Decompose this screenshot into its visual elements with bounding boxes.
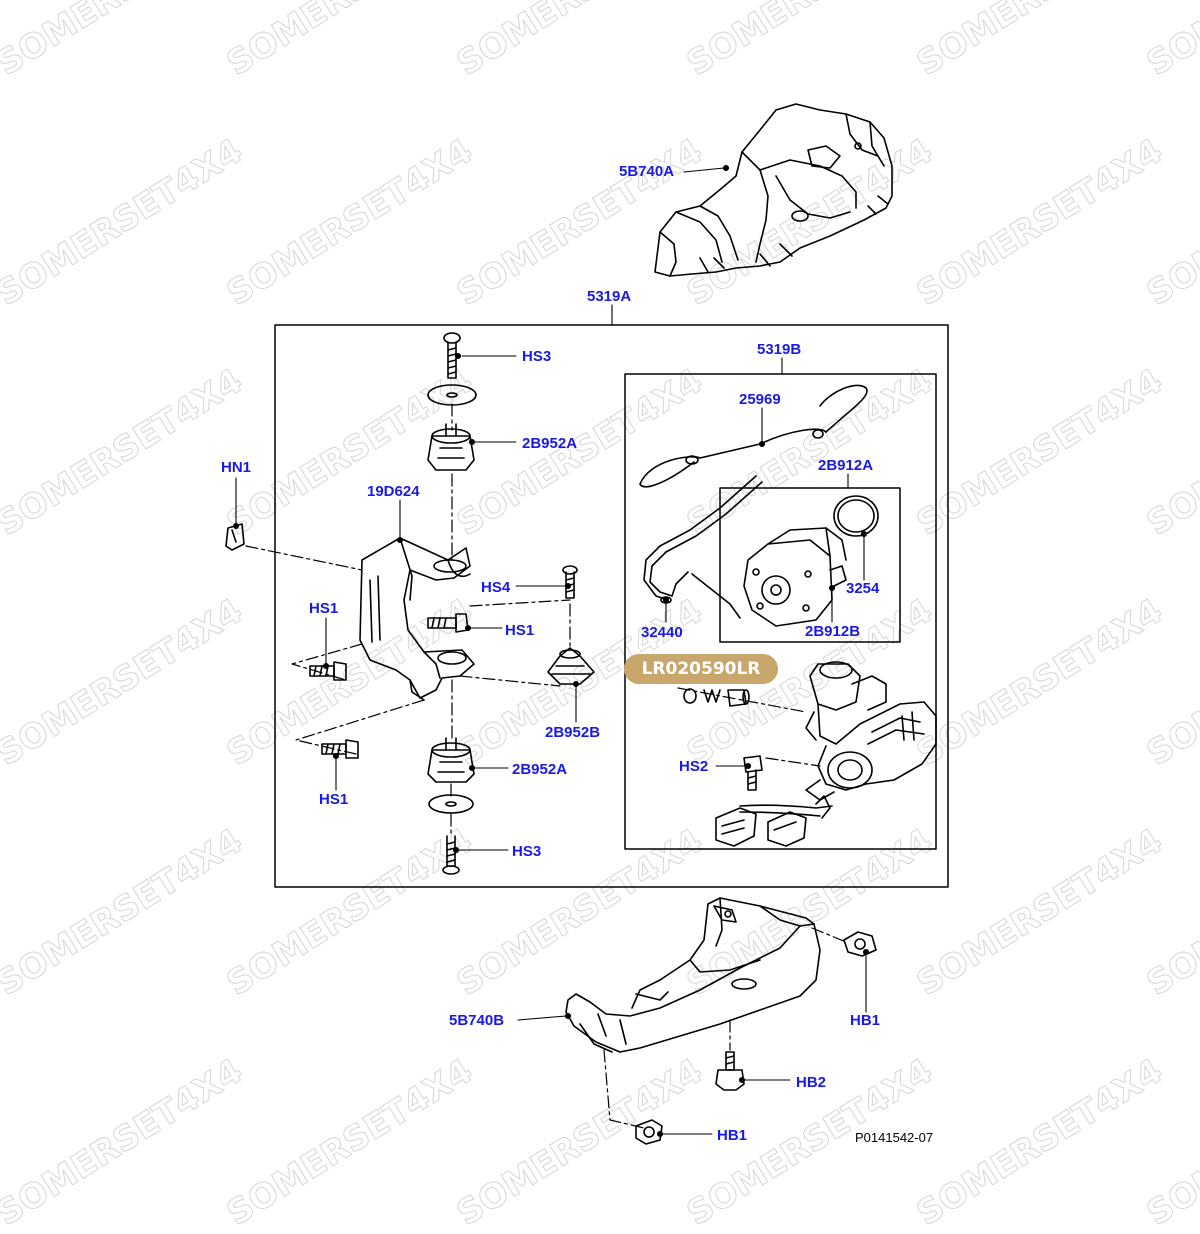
bolt-hs2-drawing: [743, 755, 763, 791]
label-hn1: HN1: [221, 459, 252, 476]
bolt-hs3-top-drawing: [443, 332, 461, 379]
drawing-reference: P0141542-07: [855, 1130, 934, 1145]
label-2b952a-top: 2B952A: [522, 435, 578, 452]
tray-5b740b-drawing: [565, 897, 821, 1053]
bush-2b952b-drawing: [547, 647, 595, 685]
hose-32440-drawing: [643, 475, 763, 604]
label-hb1-bottom: HB1: [717, 1127, 748, 1144]
assembly-5319a-frame: [274, 324, 949, 888]
label-19d624: 19D624: [367, 483, 420, 500]
label-hs3-bottom: HS3: [512, 843, 542, 860]
washer-bottom-drawing: [428, 794, 474, 814]
valve-spring-set-drawing: [683, 688, 750, 707]
head-2b912b-drawing: [691, 527, 847, 627]
bolt-hs1-bottom-drawing: [321, 739, 359, 759]
bolt-hs1-right-drawing: [427, 613, 469, 633]
bolt-hs4-drawing: [562, 565, 578, 599]
cable-25969-drawing: [639, 384, 868, 488]
part-number-highlight-badge[interactable]: LR020590LR: [624, 654, 778, 684]
bracket-19d624-drawing: [359, 537, 475, 701]
label-2b952a-bottom: 2B952A: [512, 761, 568, 778]
bolt-hb1-right-drawing: [843, 931, 877, 957]
washer-top-drawing: [427, 384, 477, 406]
label-2b912b: 2B912B: [805, 623, 861, 640]
stud-hb2-drawing: [715, 1051, 745, 1091]
exploded-parts-diagram: [225, 103, 949, 1145]
label-hs1-right: HS1: [505, 622, 535, 639]
label-hs4: HS4: [481, 579, 511, 596]
label-hs3-top: HS3: [522, 348, 552, 365]
mount-2b952a-top-drawing: [427, 423, 475, 471]
clip-hn1-drawing: [225, 523, 245, 551]
compressor-drawing: [805, 661, 937, 801]
label-5b740a: 5B740A: [619, 163, 675, 180]
label-hs1-bottom: HS1: [319, 791, 349, 808]
cover-5b740a-drawing: [654, 103, 893, 277]
label-hs2: HS2: [679, 758, 709, 775]
label-2b952b: 2B952B: [545, 724, 601, 741]
label-hs1-left: HS1: [309, 600, 339, 617]
label-5b740b: 5B740B: [449, 1012, 505, 1029]
label-5319a: 5319A: [587, 288, 632, 305]
mount-2b952a-bottom-drawing: [427, 737, 475, 783]
exploded-view-leaders: [245, 403, 847, 1129]
label-25969: 25969: [739, 391, 781, 408]
label-2b912a: 2B912A: [818, 457, 874, 474]
callout-leaders: [232, 164, 870, 1138]
kit-2b912a-frame: [719, 487, 901, 643]
label-5319b: 5319B: [757, 341, 802, 358]
seal-3254-drawing: [833, 495, 879, 537]
bolt-hb1-bottom-drawing: [635, 1119, 663, 1145]
wiring-harness-drawing: [715, 795, 833, 847]
label-32440: 32440: [641, 624, 683, 641]
label-hb2: HB2: [796, 1074, 827, 1091]
label-3254: 3254: [846, 580, 880, 597]
bolt-hs3-bottom-drawing: [442, 835, 460, 875]
label-hb1-right: HB1: [850, 1012, 881, 1029]
kit-5319b-frame: [624, 373, 937, 850]
